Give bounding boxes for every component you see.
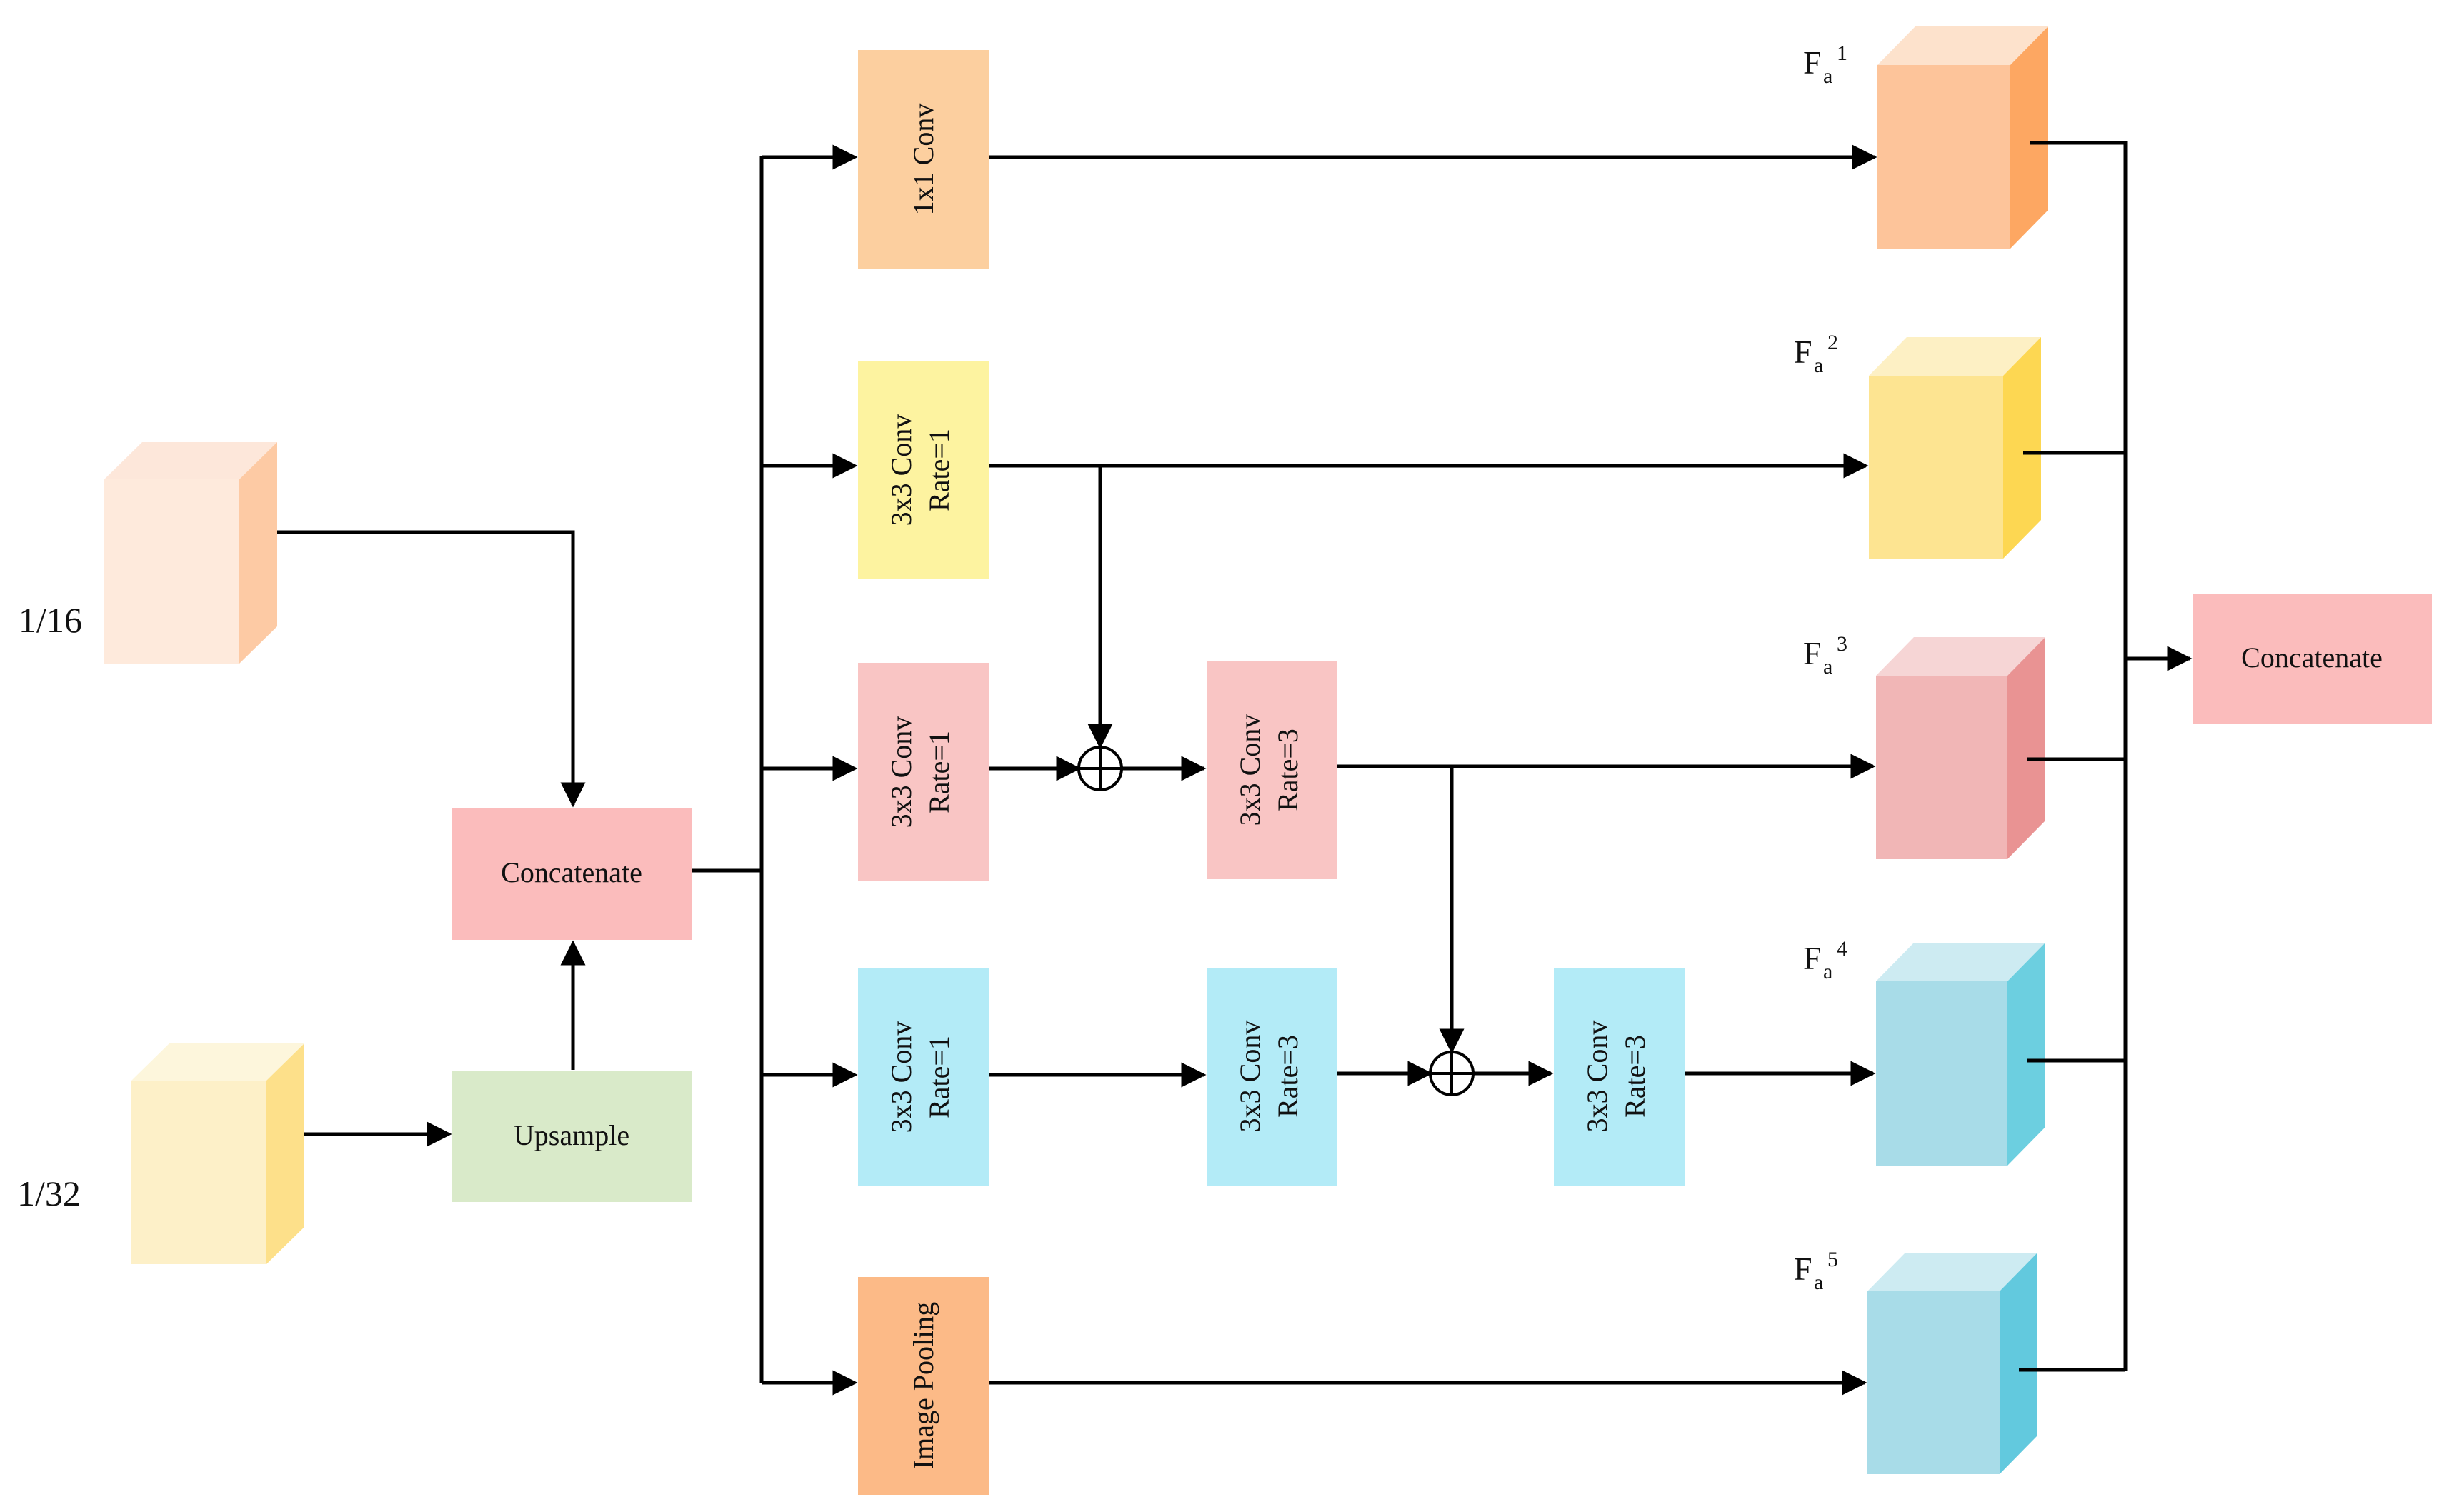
svg-text:F: F — [1794, 1251, 1812, 1287]
sum-node-2 — [1429, 1051, 1475, 1096]
svg-text:5: 5 — [1827, 1248, 1838, 1271]
connections — [277, 141, 2193, 1396]
branch2-conv-box: 3x3 Conv Rate=1 — [858, 361, 989, 579]
output-cube-fa5 — [1867, 1253, 2037, 1474]
sum-node-1 — [1077, 746, 1123, 791]
branch4-conv2-box: 3x3 Conv Rate=3 — [1207, 968, 1337, 1186]
output-label-fa3: F a 3 — [1803, 632, 1847, 679]
input-label-1-16: 1/16 — [19, 600, 82, 640]
concatenate-left-label: Concatenate — [501, 856, 642, 888]
conv1x1-box: 1x1 Conv — [858, 50, 989, 269]
branch4-conv1-box: 3x3 Conv Rate=1 — [858, 968, 989, 1186]
concatenate-right-label: Concatenate — [2241, 641, 2383, 674]
branch4-conv1-label-1: 3x3 Conv — [885, 1021, 917, 1133]
output-label-fa4: F a 4 — [1803, 937, 1847, 983]
branch4-conv2-label-1: 3x3 Conv — [1234, 1021, 1266, 1133]
svg-text:2: 2 — [1827, 331, 1838, 354]
output-label-fa5: F a 5 — [1794, 1248, 1838, 1294]
branch4-conv3-box: 3x3 Conv Rate=3 — [1554, 968, 1685, 1186]
input-label-1-32: 1/32 — [17, 1173, 81, 1213]
branch4-conv2-label-2: Rate=3 — [1272, 1035, 1304, 1118]
branch4-conv3-label-1: 3x3 Conv — [1581, 1021, 1613, 1133]
input-cube-1-16 — [104, 442, 277, 664]
branch3-conv2-label-2: Rate=3 — [1272, 729, 1304, 811]
svg-text:1: 1 — [1837, 41, 1847, 65]
svg-text:F: F — [1794, 334, 1812, 370]
branch3-conv1-label-2: Rate=1 — [923, 731, 955, 813]
image-pooling-label: Image Pooling — [907, 1302, 939, 1469]
svg-text:F: F — [1803, 635, 1822, 671]
branch3-conv1-label-1: 3x3 Conv — [885, 716, 917, 828]
svg-text:a: a — [1823, 960, 1832, 983]
output-cube-fa1 — [1877, 26, 2048, 249]
conv1x1-label: 1x1 Conv — [907, 104, 939, 216]
image-pooling-box: Image Pooling — [858, 1277, 989, 1495]
svg-text:4: 4 — [1837, 937, 1847, 961]
branch4-conv3-label-2: Rate=3 — [1619, 1035, 1651, 1118]
upsample-label: Upsample — [514, 1119, 629, 1151]
input-cube-1-32 — [131, 1043, 304, 1264]
svg-text:a: a — [1823, 655, 1832, 679]
svg-text:a: a — [1814, 1271, 1823, 1294]
svg-text:a: a — [1823, 64, 1832, 88]
concatenate-right-box: Concatenate — [2193, 594, 2432, 724]
upsample-box: Upsample — [452, 1071, 692, 1202]
branch3-conv2-label-1: 3x3 Conv — [1234, 714, 1266, 826]
output-cube-fa4 — [1876, 943, 2045, 1166]
svg-text:F: F — [1803, 44, 1822, 81]
concatenate-left-box: Concatenate — [452, 808, 692, 940]
branch2-conv-label-2: Rate=1 — [923, 429, 955, 511]
output-cube-fa2 — [1869, 337, 2041, 559]
branch2-conv-label-1: 3x3 Conv — [885, 414, 917, 526]
output-cube-fa3 — [1876, 637, 2045, 859]
branch3-conv2-box: 3x3 Conv Rate=3 — [1207, 661, 1337, 879]
svg-text:F: F — [1803, 940, 1822, 976]
output-label-fa2: F a 2 — [1794, 331, 1838, 377]
output-label-fa1: F a 1 — [1803, 41, 1847, 88]
svg-text:a: a — [1814, 354, 1823, 377]
branch3-conv1-box: 3x3 Conv Rate=1 — [858, 663, 989, 881]
branch4-conv1-label-2: Rate=1 — [923, 1036, 955, 1118]
svg-text:3: 3 — [1837, 632, 1847, 656]
